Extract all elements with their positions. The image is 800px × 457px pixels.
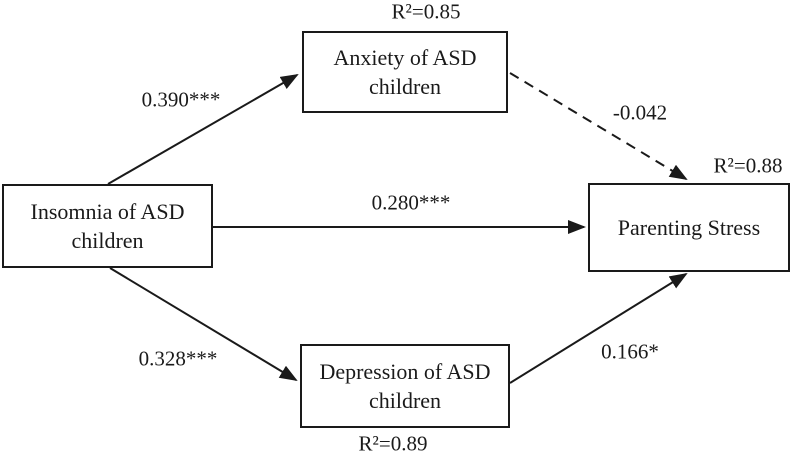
r-squared-anxiety: R²=0.85: [391, 0, 461, 24]
coefficient-insomnia-depression: 0.328***: [138, 346, 218, 371]
r-squared-depression: R²=0.89: [358, 431, 428, 456]
arrow-depression-to-parenting: [509, 272, 688, 384]
node-insomnia-label: Insomnia of ASD children: [30, 198, 185, 253]
node-parenting-label: Parenting Stress: [617, 214, 761, 240]
coefficient-depression-parenting: 0.166*: [601, 339, 659, 364]
r-squared-parenting: R²=0.88: [713, 153, 783, 178]
coefficient-anxiety-parenting: -0.042: [612, 100, 668, 125]
arrow-insomnia-to-depression: [109, 267, 298, 382]
node-parenting: Parenting Stress: [588, 183, 790, 272]
arrow-insomnia-to-anxiety: [107, 74, 299, 185]
node-anxiety-label: Anxiety of ASD children: [333, 44, 477, 99]
node-depression: Depression of ASD children: [300, 344, 510, 428]
node-depression-label: Depression of ASD children: [319, 358, 491, 413]
node-anxiety: Anxiety of ASD children: [302, 31, 508, 113]
coefficient-insomnia-anxiety: 0.390***: [141, 87, 221, 112]
coefficient-insomnia-parenting: 0.280***: [371, 190, 451, 215]
node-insomnia: Insomnia of ASD children: [2, 184, 213, 268]
arrow-anxiety-to-parenting: [509, 72, 688, 181]
